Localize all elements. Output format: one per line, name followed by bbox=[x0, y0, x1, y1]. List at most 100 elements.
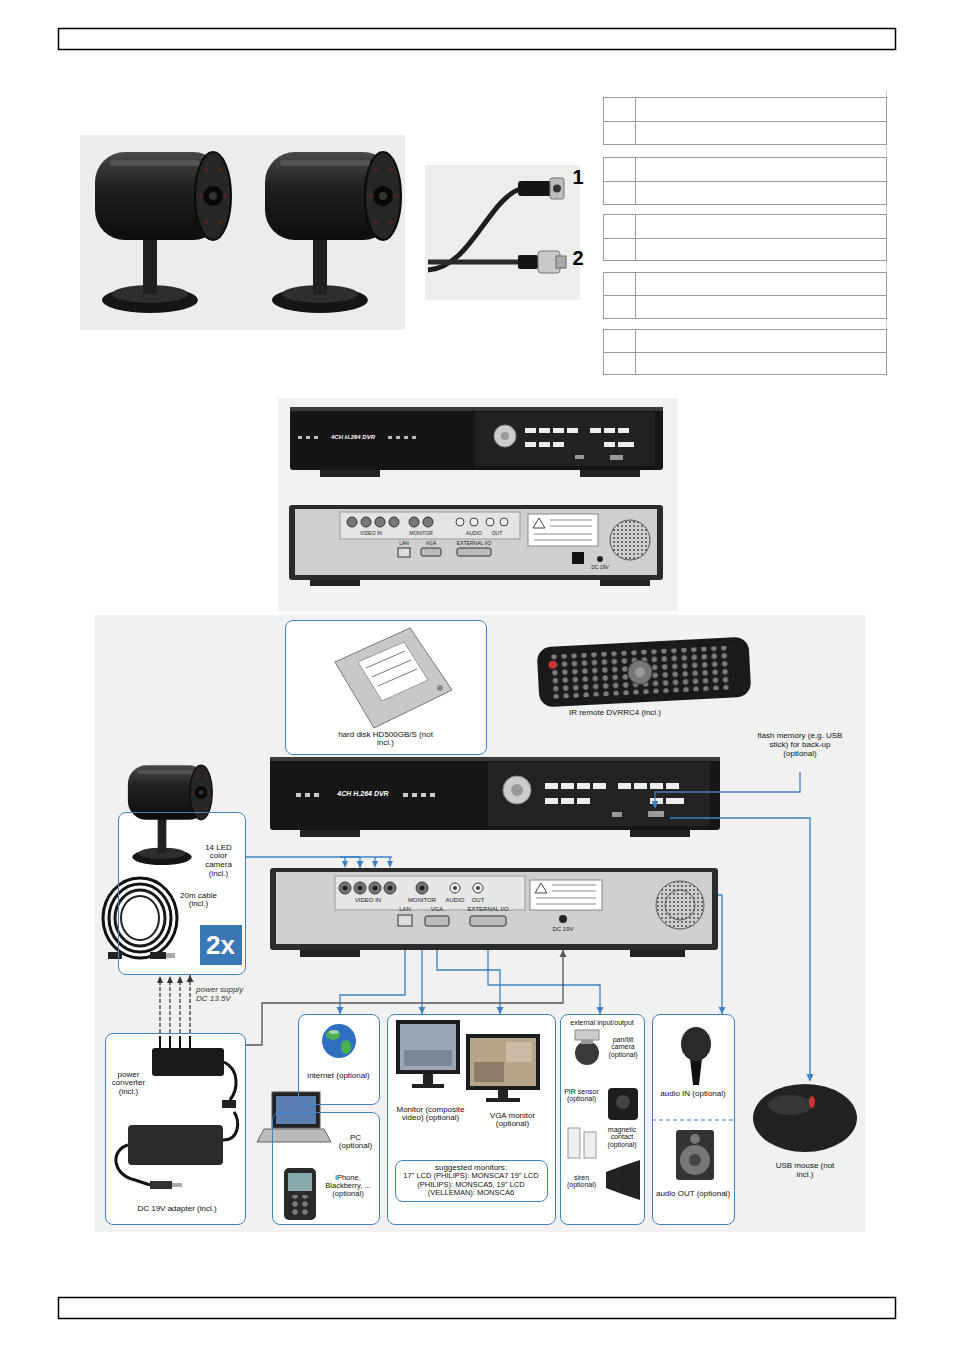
dvr-rear-part bbox=[470, 916, 506, 926]
remote-control-part bbox=[627, 660, 652, 685]
cable-photo-part bbox=[518, 255, 538, 269]
monitors-part bbox=[498, 1090, 508, 1098]
connector bbox=[340, 950, 405, 1014]
external-devices-part bbox=[616, 1095, 630, 1109]
dvr-front-part bbox=[270, 757, 720, 830]
item-caption: 14 LED color camera (incl.) bbox=[196, 844, 242, 879]
dvr-front-part bbox=[650, 783, 663, 789]
dvr-photo-part bbox=[534, 534, 592, 535]
dvr-rear-part bbox=[552, 885, 596, 886]
dvr-front-part bbox=[511, 784, 523, 796]
item-caption: siren (optional) bbox=[562, 1174, 602, 1189]
diagram-ground-part bbox=[298, 1014, 380, 1105]
arrowhead bbox=[337, 1007, 344, 1014]
hard-disk-part bbox=[378, 669, 417, 686]
dvr-rear-part bbox=[276, 872, 712, 944]
item-caption: internet (optional) bbox=[302, 1072, 376, 1081]
dvr-rear-part bbox=[369, 882, 381, 894]
diagram-ground-part bbox=[95, 615, 865, 1232]
blank-table-part bbox=[635, 330, 636, 375]
dvr-photo-part bbox=[361, 517, 371, 527]
item-caption: PIR sensor (optional) bbox=[562, 1088, 602, 1103]
blank-table-part bbox=[604, 215, 887, 239]
pc-phone-part bbox=[288, 1195, 312, 1215]
dvr-photo-part bbox=[610, 520, 650, 560]
port-label: OUT bbox=[490, 531, 504, 537]
camera-photo bbox=[80, 135, 405, 330]
external-devices-part bbox=[608, 1088, 638, 1120]
dvr-photo-part bbox=[314, 436, 318, 439]
external-devices-part bbox=[584, 1132, 596, 1158]
dvr-rear-part bbox=[354, 882, 366, 894]
usb-mouse bbox=[753, 1084, 857, 1152]
dvr-photo-part bbox=[412, 436, 416, 439]
dvr-front-part bbox=[618, 783, 631, 789]
dvr-rear-part bbox=[398, 915, 412, 926]
panel-label: 4CH H.264 DVR bbox=[322, 434, 384, 441]
dvr-rear-part bbox=[536, 898, 596, 899]
box-camera-part bbox=[128, 765, 212, 865]
monitor-box: Monitor (composite video) (optional)VGA … bbox=[387, 1014, 556, 1225]
hard-disk-part bbox=[335, 628, 452, 728]
port-label: MONITOR bbox=[407, 531, 435, 537]
external-devices-part bbox=[581, 1040, 593, 1044]
item-caption: PC (optional) bbox=[334, 1134, 378, 1152]
dvr-photo-part bbox=[421, 548, 441, 556]
dvr-photo-part bbox=[486, 518, 494, 526]
remote-control-part bbox=[635, 667, 646, 678]
hard-disk bbox=[335, 628, 452, 728]
dvr-rear-part bbox=[536, 904, 596, 905]
dvr-front-part bbox=[648, 811, 664, 817]
list-heading: suggested monitors: bbox=[400, 1164, 543, 1173]
camera-photo-part bbox=[80, 135, 405, 330]
monitors-part bbox=[466, 1034, 540, 1090]
box-camera-part bbox=[150, 952, 166, 959]
audio-box: audio IN (optional)audio OUT (optional) bbox=[652, 1014, 735, 1225]
dvr-photo-part bbox=[575, 455, 584, 459]
dvr-photo-part bbox=[604, 428, 615, 433]
box-camera-part bbox=[115, 890, 165, 946]
audio-devices bbox=[652, 1027, 735, 1180]
quantity-badge: 2x bbox=[200, 925, 242, 965]
blank-table-part bbox=[635, 158, 636, 205]
camera-photo-part bbox=[95, 152, 231, 313]
item-caption: audio IN (optional) bbox=[656, 1090, 731, 1099]
dvr-photo-part bbox=[423, 517, 433, 527]
dvr-front-panel: 4CH H.264 DVR bbox=[270, 757, 720, 830]
dvr-photo-part bbox=[404, 436, 408, 439]
dvr-rear-part bbox=[552, 891, 596, 892]
dvr-rear-part bbox=[656, 881, 704, 929]
leader-lines-part bbox=[655, 772, 800, 802]
port-label: VGA bbox=[429, 906, 445, 913]
dvr-photo-part bbox=[534, 540, 592, 541]
arrowhead bbox=[187, 975, 194, 982]
dvr-photo-part bbox=[306, 436, 310, 439]
dvr-front-part bbox=[561, 798, 574, 804]
dvr-front bbox=[270, 757, 720, 837]
dvr-front-part bbox=[305, 793, 310, 797]
dvr-photo-part bbox=[457, 548, 491, 556]
external-devices-part bbox=[568, 1128, 580, 1158]
blank-table-part bbox=[604, 330, 887, 353]
blank-table-part bbox=[604, 353, 887, 375]
dvr-photo-part bbox=[501, 432, 509, 440]
remote-control-part bbox=[548, 661, 556, 669]
dvr-front-part bbox=[612, 812, 622, 817]
camera-box: 14 LED color camera (incl.)20m cable (in… bbox=[118, 812, 246, 975]
dvr-front-part bbox=[314, 793, 319, 797]
box-camera bbox=[103, 765, 242, 965]
arrowhead bbox=[597, 1007, 604, 1014]
dvr-rear-part bbox=[373, 886, 378, 891]
dvr-photo-part bbox=[539, 442, 550, 447]
port-label: AUDIO bbox=[444, 897, 466, 904]
port-label: LAN bbox=[397, 906, 413, 913]
diagram-ground-part bbox=[387, 1014, 556, 1225]
power-box: power converter (incl.)DC 19V adapter (i… bbox=[105, 1033, 246, 1225]
pc-phone-part bbox=[276, 1096, 316, 1124]
monitors-part bbox=[396, 1020, 460, 1074]
diagram-ground-part bbox=[285, 620, 487, 755]
external-devices-part bbox=[575, 1041, 599, 1065]
